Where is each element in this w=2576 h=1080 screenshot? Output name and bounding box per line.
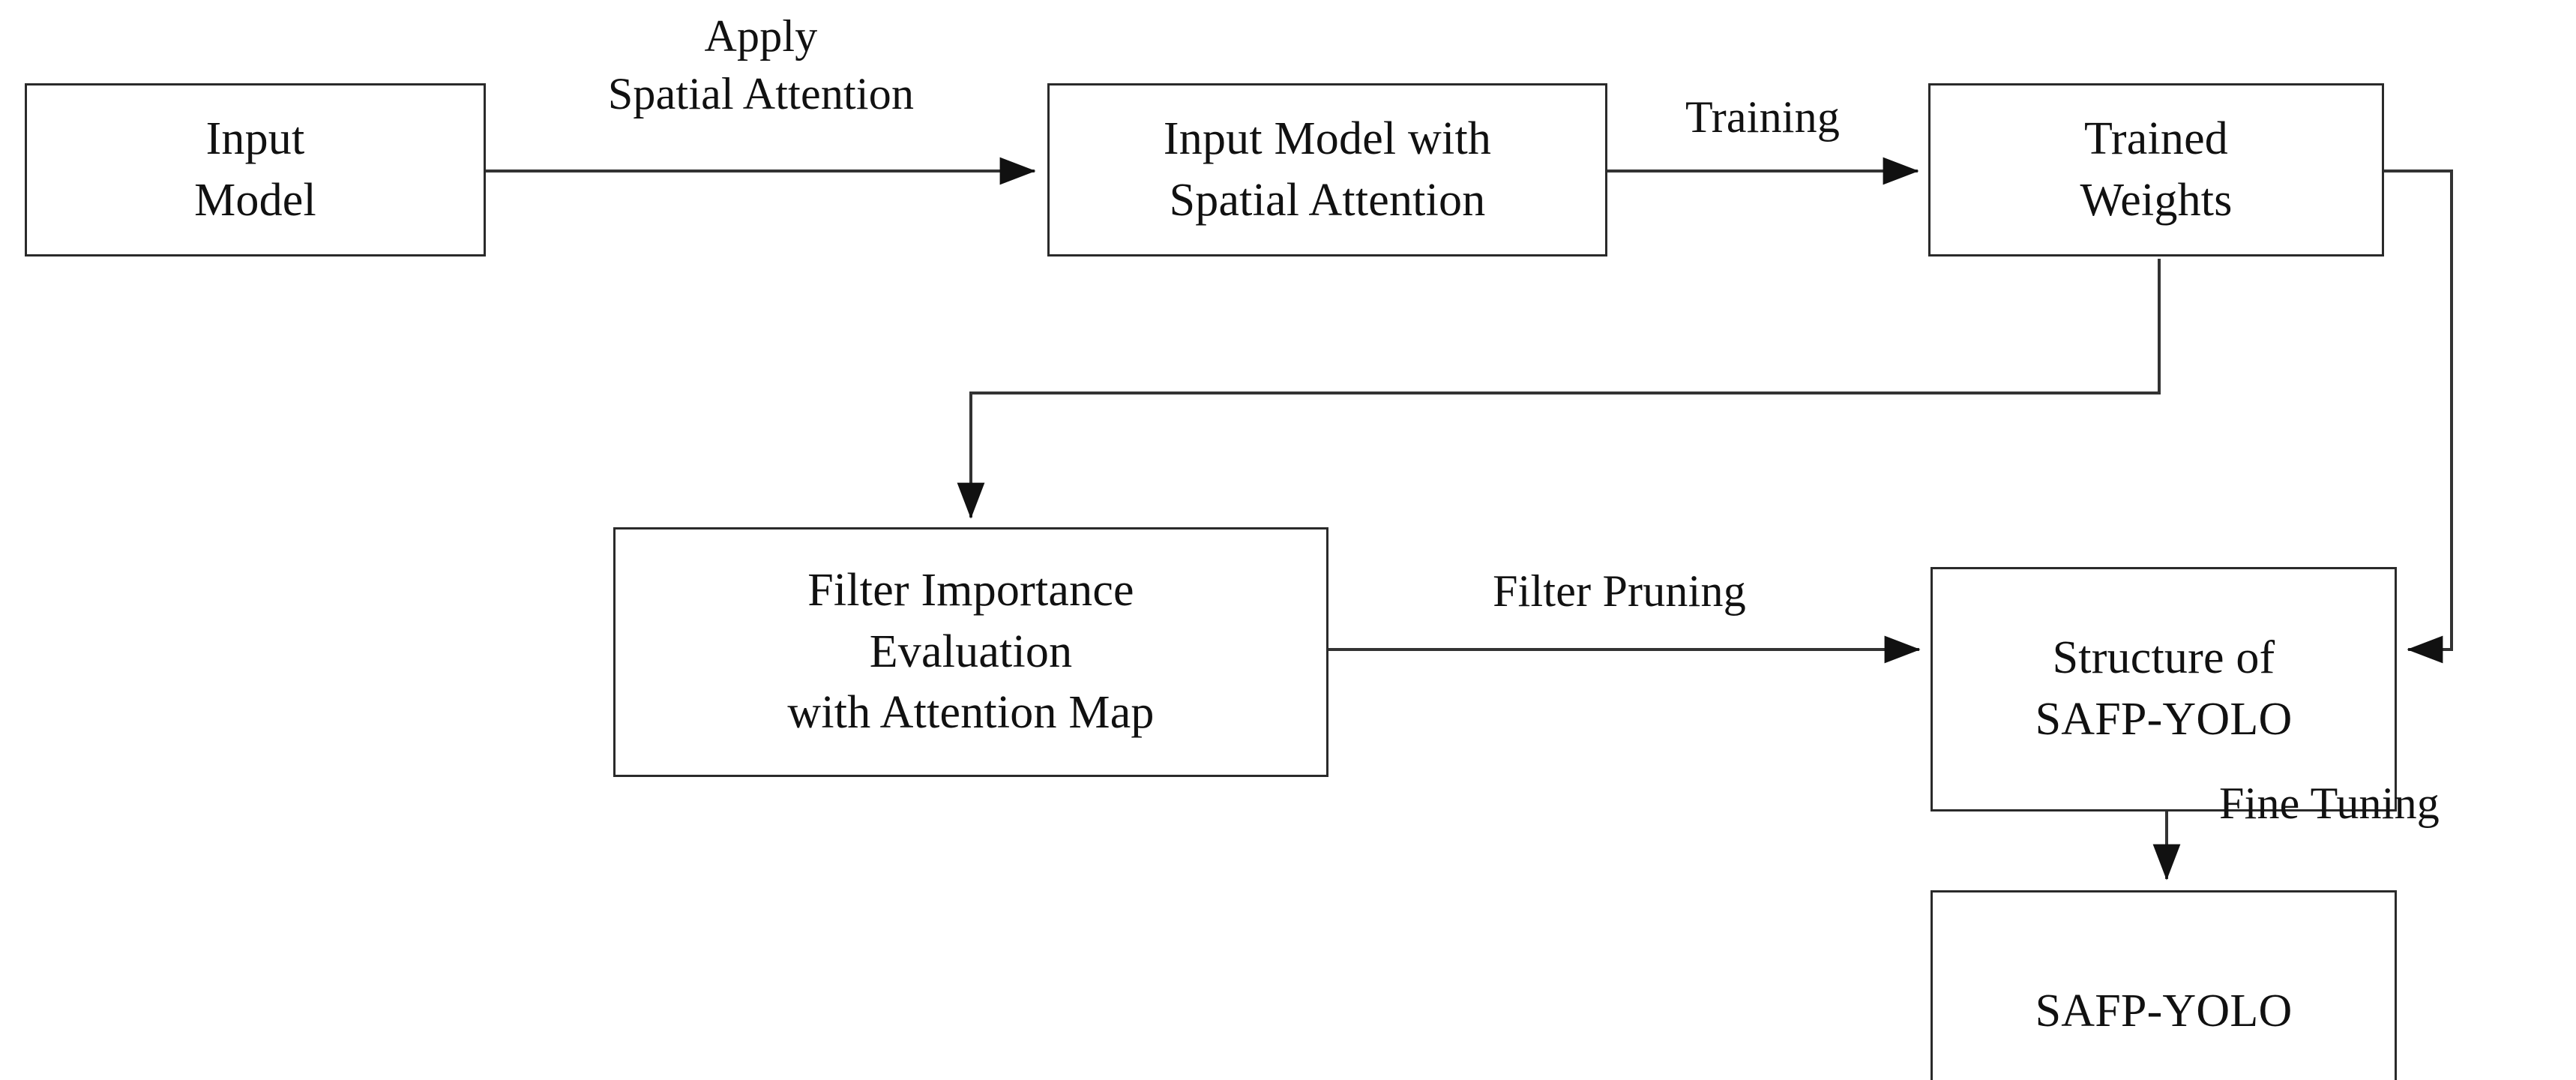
node-structure-of-safp-yolo[interactable]: Structure of SAFP-YOLO <box>1931 567 2397 812</box>
node-filter-importance-evaluation-line-1: Filter Importance <box>807 564 1134 616</box>
node-input-model-with-spatial-attention-line-1: Input Model with <box>1163 112 1492 164</box>
node-input-model[interactable]: Input Model <box>25 83 486 256</box>
node-trained-weights[interactable]: Trained Weights <box>1928 83 2384 256</box>
node-input-model-line-1: Input <box>205 112 305 164</box>
edge-weights-to-structure-arrow <box>2384 170 2453 664</box>
edge-label-apply-spatial-attention: Apply Spatial Attention <box>532 8 990 123</box>
edge-label-fine-tuning-line-1: Fine Tuning <box>2219 778 2440 828</box>
edge-label-apply-spatial-attention-line-1: Apply <box>704 11 818 61</box>
node-input-model-line-2: Model <box>194 174 316 226</box>
node-filter-importance-evaluation-line-2: Evaluation <box>869 626 1073 677</box>
node-safp-yolo-line-1: SAFP-YOLO <box>2035 985 2293 1036</box>
node-structure-of-safp-yolo-line-1: Structure of <box>2052 632 2275 684</box>
edge-label-filter-pruning-line-1: Filter Pruning <box>1493 566 1746 616</box>
edge-label-filter-pruning: Filter Pruning <box>1424 562 1814 620</box>
edge-label-training-line-1: Training <box>1685 92 1841 142</box>
node-trained-weights-line-2: Weights <box>2080 174 2233 226</box>
node-safp-yolo[interactable]: SAFP-YOLO <box>1931 890 2397 1080</box>
edge-label-apply-spatial-attention-line-2: Spatial Attention <box>607 68 915 118</box>
edge-label-fine-tuning: Fine Tuning <box>2219 775 2572 832</box>
edge-label-training: Training <box>1646 88 1879 146</box>
node-filter-importance-evaluation-line-3: with Attention Map <box>787 687 1155 739</box>
node-input-model-with-spatial-attention-line-2: Spatial Attention <box>1169 174 1486 226</box>
node-structure-of-safp-yolo-line-2: SAFP-YOLO <box>2035 694 2293 745</box>
node-input-model-with-spatial-attention[interactable]: Input Model with Spatial Attention <box>1047 83 1607 256</box>
node-filter-importance-evaluation[interactable]: Filter Importance Evaluation with Attent… <box>613 527 1328 777</box>
node-trained-weights-line-1: Trained <box>2083 112 2228 164</box>
edge-weights-to-evaluation-arrow <box>957 259 2161 519</box>
